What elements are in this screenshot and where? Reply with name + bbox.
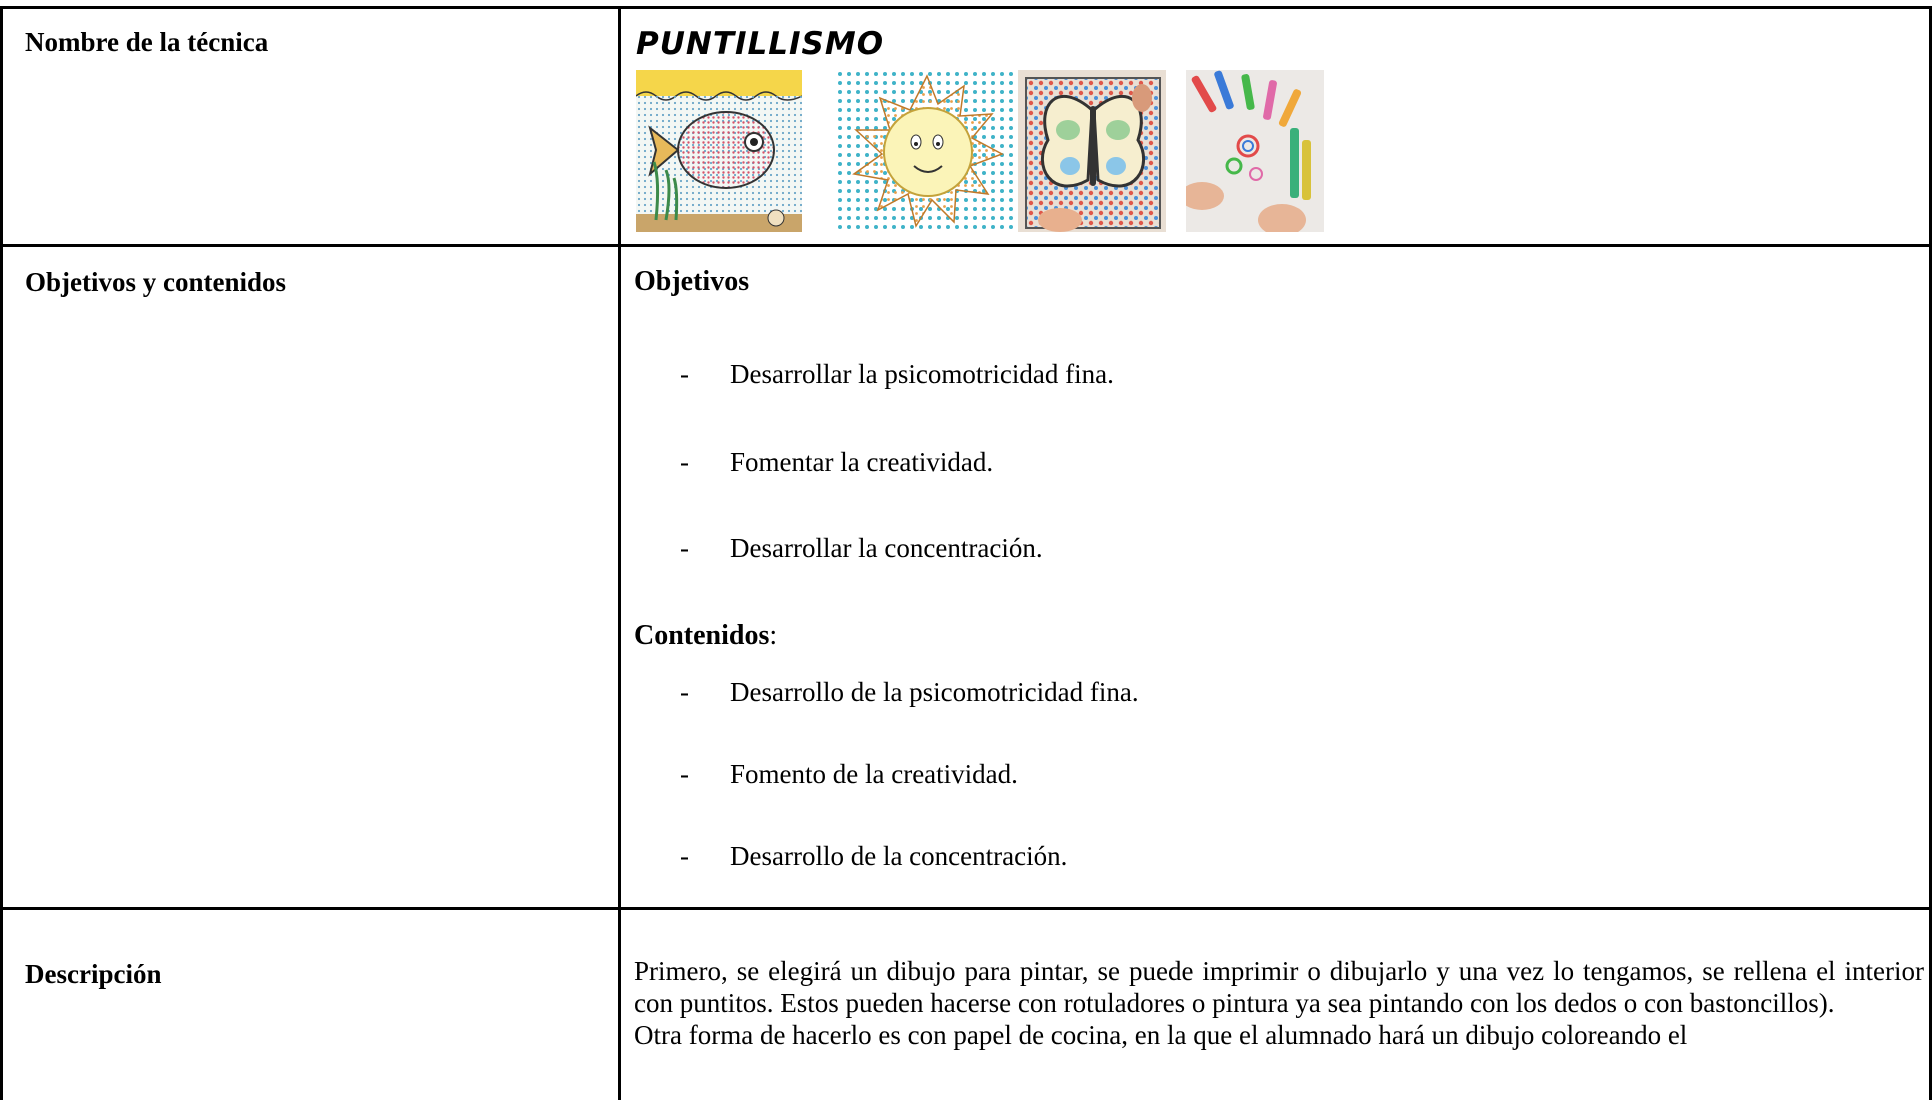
row-divider-2 bbox=[0, 907, 1932, 910]
bullet-dash: - bbox=[680, 533, 689, 563]
contenidos-title: Contenidos bbox=[634, 620, 770, 651]
sun-pointillism-drawing-icon bbox=[836, 70, 1018, 232]
butterfly-pointillism-drawing-icon bbox=[1018, 70, 1166, 232]
technique-title: PUNTILLISMO bbox=[636, 26, 885, 62]
bullet-dash: - bbox=[680, 841, 689, 871]
bullet-dash: - bbox=[680, 359, 689, 389]
contenidos-suffix: : bbox=[769, 620, 778, 651]
objetivo-item-text: Desarrollar la psicomotricidad fina. bbox=[730, 359, 1114, 389]
bullet-dash: - bbox=[680, 447, 689, 477]
technique-table bbox=[0, 6, 1932, 1100]
bullet-dash: - bbox=[680, 759, 689, 789]
contenido-item-text: Fomento de la creatividad. bbox=[730, 759, 1018, 789]
markers-pointillism-photo-icon bbox=[1186, 70, 1324, 232]
contenido-item-text: Desarrollo de la concentración. bbox=[730, 841, 1068, 871]
technique-label: Nombre de la técnica bbox=[25, 27, 269, 57]
objetivos-heading: Objetivos bbox=[634, 266, 749, 298]
table-border-top bbox=[0, 6, 1932, 9]
description-paragraph-1: Primero, se elegirá un dibujo para pinta… bbox=[634, 956, 1924, 1018]
objetivo-item-text: Fomentar la creatividad. bbox=[730, 447, 994, 477]
contenidos-heading: Contenidos: bbox=[634, 620, 777, 652]
objectives-label: Objetivos y contenidos bbox=[25, 267, 287, 297]
objetivo-item-text: Desarrollar la concentración. bbox=[730, 533, 1043, 563]
table-border-left bbox=[0, 6, 3, 1100]
objetivos-title: Objetivos bbox=[634, 266, 750, 297]
description-paragraph-2: Otra forma de hacerlo es con papel de co… bbox=[634, 1020, 1688, 1050]
fish-pointillism-drawing-icon bbox=[636, 70, 802, 232]
description-label: Descripción bbox=[25, 959, 162, 989]
row-divider-1 bbox=[0, 244, 1932, 247]
contenido-item-text: Desarrollo de la psicomotricidad fina. bbox=[730, 677, 1139, 707]
table-border-right bbox=[1929, 6, 1932, 1100]
description-text: Primero, se elegirá un dibujo para pinta… bbox=[634, 955, 1924, 1051]
bullet-dash: - bbox=[680, 677, 689, 707]
column-divider bbox=[618, 6, 621, 1100]
